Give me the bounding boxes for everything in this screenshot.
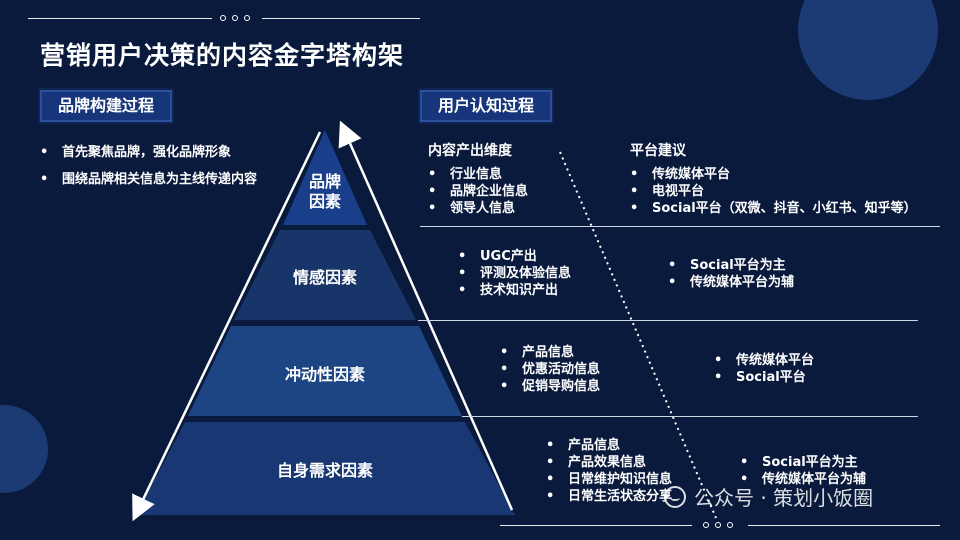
platform-item: 传统媒体平台为辅	[740, 471, 866, 488]
pyramid-label-self-need: 自身需求因素	[276, 461, 373, 480]
pyramid-label-emotional: 情感因素	[292, 268, 357, 287]
separator-line	[418, 320, 918, 321]
decorative-dot	[727, 522, 733, 528]
platform-item: Social平台为主	[740, 454, 866, 471]
level4-content-list: 产品信息 产品效果信息 日常维护知识信息 日常生活状态分享	[546, 437, 672, 505]
content-item: 产品效果信息	[546, 454, 672, 471]
brand-bullet-item: 首先聚焦品牌，强化品牌形象	[40, 144, 257, 171]
content-item: 品牌企业信息	[428, 183, 528, 200]
content-item: 领导人信息	[428, 200, 528, 217]
separator-line	[420, 226, 940, 227]
content-item: 产品信息	[546, 437, 672, 454]
decorative-dot	[220, 15, 226, 21]
platform-item: 传统媒体平台为辅	[668, 274, 794, 291]
platform-item: Social平台	[714, 369, 814, 386]
level2-platform-list: Social平台为主 传统媒体平台为辅	[668, 257, 794, 291]
decorative-dot	[703, 522, 709, 528]
pyramid-label-impulsive: 冲动性因素	[284, 365, 365, 384]
content-item: 促销导购信息	[500, 378, 600, 395]
decorative-dot	[232, 15, 238, 21]
section-tag-user-cognition: 用户认知过程	[420, 90, 553, 122]
bottom-decorative-dots	[703, 522, 733, 528]
platform-item: 传统媒体平台	[630, 166, 917, 183]
decorative-dot	[244, 15, 250, 21]
platform-item: Social平台为主	[668, 257, 794, 274]
watermark: 公众号 · 策划小饭圈	[664, 482, 873, 511]
brand-bullet-list: 首先聚焦品牌，强化品牌形象 围绕品牌相关信息为主线传递内容	[40, 144, 257, 198]
pyramid-tier-self-need	[136, 422, 515, 515]
wechat-icon	[664, 485, 686, 508]
brand-bullet-item: 围绕品牌相关信息为主线传递内容	[40, 171, 257, 198]
content-item: 日常生活状态分享	[546, 488, 672, 505]
pyramid-tier-impulsive	[188, 326, 462, 416]
level4-platform-list: Social平台为主 传统媒体平台为辅	[740, 454, 866, 488]
platform-item: 电视平台	[630, 183, 917, 200]
content-item: 技术知识产出	[458, 282, 571, 299]
watermark-text: 公众号 · 策划小饭圈	[694, 486, 874, 510]
section-tag-brand-process: 品牌构建过程	[40, 90, 173, 122]
arrow-up-user-cognition	[338, 120, 514, 511]
content-item: 优惠活动信息	[500, 361, 600, 378]
pyramid-label-brand-line2: 因素	[308, 192, 341, 211]
content-item: 日常维护知识信息	[546, 471, 672, 488]
content-item: 行业信息	[428, 166, 528, 183]
top-decorative-line-right	[262, 18, 420, 19]
pyramid-label-brand: 品牌 因素	[295, 172, 355, 212]
content-item: UGC产出	[458, 248, 571, 265]
level3-platform-list: 传统媒体平台 Social平台	[714, 352, 814, 386]
top-decorative-dots	[220, 15, 250, 21]
pyramid-tier-brand	[283, 130, 367, 225]
bottom-decorative-line-right	[748, 525, 940, 526]
header-content-dimension: 内容产出维度	[428, 143, 512, 159]
header-platform-advice: 平台建议	[630, 143, 686, 159]
bottom-decorative-line-left	[500, 525, 692, 526]
level3-content-list: 产品信息 优惠活动信息 促销导购信息	[500, 344, 600, 395]
pyramid-tier-emotional	[234, 230, 416, 320]
separator-line	[462, 416, 918, 417]
content-item: 评测及体验信息	[458, 265, 571, 282]
arrow-down-brand-process	[132, 131, 322, 522]
top-decorative-line-left	[28, 18, 212, 19]
level1-platform-list: 传统媒体平台 电视平台 Social平台（双微、抖音、小红书、知乎等）	[630, 166, 917, 217]
dotted-divider	[559, 151, 717, 519]
content-item: 产品信息	[500, 344, 600, 361]
platform-item: 传统媒体平台	[714, 352, 814, 369]
platform-item: Social平台（双微、抖音、小红书、知乎等）	[630, 200, 917, 217]
decorative-dot	[715, 522, 721, 528]
page-title: 营销用户决策的内容金字塔构架	[40, 41, 405, 70]
pyramid-label-brand-line1: 品牌	[308, 172, 341, 191]
level2-content-list: UGC产出 评测及体验信息 技术知识产出	[458, 248, 571, 299]
level1-content-list: 行业信息 品牌企业信息 领导人信息	[428, 166, 528, 217]
